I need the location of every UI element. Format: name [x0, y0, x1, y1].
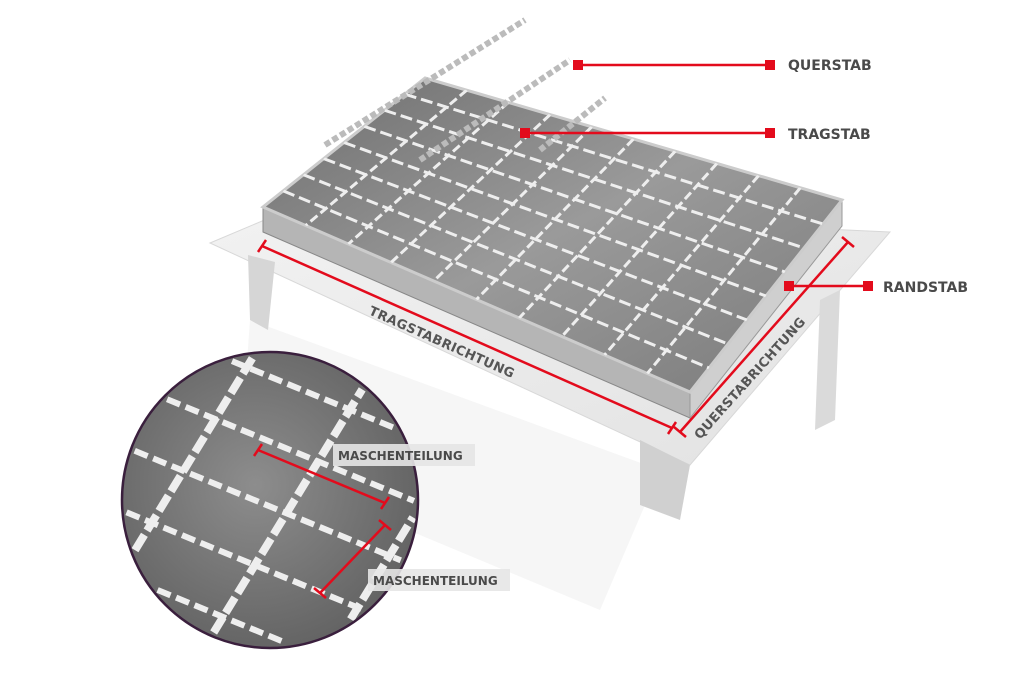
bearing-bar: [282, 189, 710, 370]
callout-tragstab: TRAGSTAB: [520, 127, 871, 143]
loose-cross-bar: [418, 57, 572, 163]
bearing-bar: [384, 108, 805, 250]
label-maschenteilung-2: MASCHENTEILUNG: [373, 574, 498, 588]
inset-cross-bar: [347, 515, 417, 622]
cross-bar: [646, 186, 802, 375]
label-tragstab: TRAGSTAB: [788, 127, 871, 143]
loose-cross-bar: [323, 17, 527, 148]
bearing-bar: [363, 124, 786, 274]
inset-bearing-bar: [230, 358, 396, 431]
callout-querstab: QUERSTAB: [573, 58, 872, 74]
callout-randstab: RANDSTAB: [784, 280, 968, 296]
bearing-bar: [343, 141, 767, 298]
cross-bar: [518, 150, 677, 320]
support-beam-front: [640, 440, 690, 520]
inset-bearing-bar: [133, 447, 402, 564]
inset-bearing-bar: [125, 509, 365, 613]
inset-cross-bar: [210, 387, 366, 635]
label-randstab: RANDSTAB: [883, 280, 968, 296]
inset-bearing-bar: [165, 396, 416, 504]
label-maschenteilung-1: MASCHENTEILUNG: [338, 449, 463, 463]
support-beam-left: [248, 255, 275, 330]
cross-bar: [390, 113, 552, 264]
loose-cross-bar: [538, 95, 607, 153]
bearing-bar: [323, 157, 748, 322]
support-beam-right: [815, 290, 840, 430]
bearing-bar: [302, 173, 729, 346]
inset-cross-bar: [131, 354, 257, 553]
inset-bearing-bar: [156, 587, 288, 646]
bearing-bar: [404, 92, 824, 226]
detail-inset: MASCHENTEILUNG MASCHENTEILUNG: [120, 350, 510, 650]
grating-bars: [282, 89, 824, 375]
label-querstab: QUERSTAB: [788, 58, 872, 74]
